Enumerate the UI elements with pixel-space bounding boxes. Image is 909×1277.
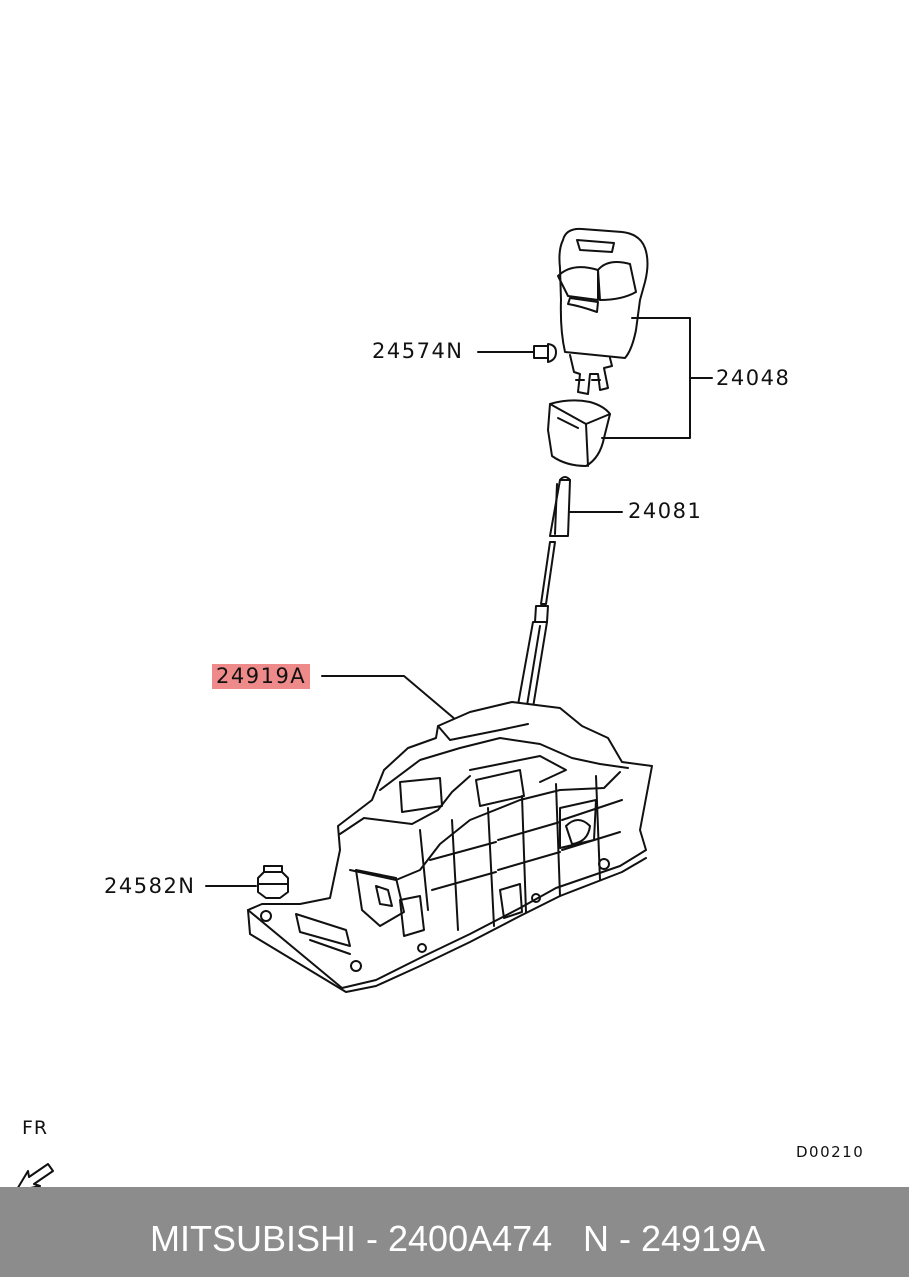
nut-24582N — [205, 865, 289, 899]
exploded-parts-diagram — [17, 227, 713, 1187]
footer-oem-number: N - 24919A — [583, 1218, 766, 1259]
callout-24048: 24048 — [716, 366, 791, 390]
leader-24919A — [321, 675, 457, 721]
shift-knob-upper — [557, 227, 649, 395]
front-direction-arrow-icon — [17, 1163, 54, 1187]
callout-24081: 24081 — [628, 499, 703, 523]
leader-24048 — [601, 317, 713, 439]
footer-brand-part: MITSUBISHI - 2400A474 — [150, 1218, 553, 1259]
shift-knob-lower-cover — [547, 399, 611, 467]
shifter-housing — [247, 701, 653, 993]
shift-rod-24081 — [549, 476, 623, 537]
callout-24919A-highlighted: 24919A — [212, 664, 311, 689]
callout-24574N: 24574N — [372, 339, 464, 363]
footer-bar — [0, 1187, 909, 1277]
diagram-reference-code: D00210 — [796, 1143, 865, 1161]
screw-24574N — [477, 343, 557, 363]
front-orientation-label: FR — [22, 1117, 49, 1139]
callout-24582N: 24582N — [104, 874, 196, 898]
